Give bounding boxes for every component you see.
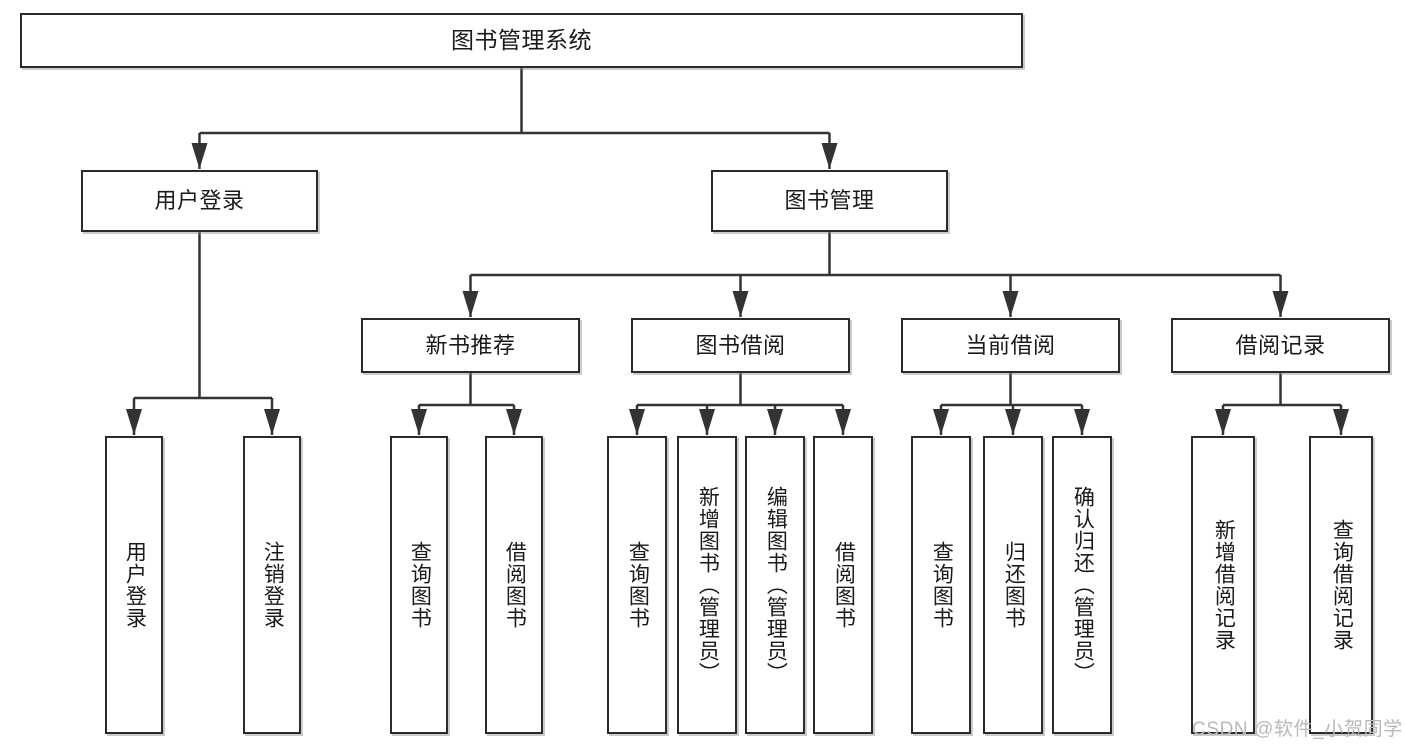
- node-label: 新增图书（管理员）: [696, 486, 720, 684]
- arrowhead-leaf-cur-3: [1074, 409, 1090, 435]
- arrowhead-login: [191, 143, 208, 169]
- node-label: 归还图书: [1002, 541, 1026, 629]
- node-records[interactable]: 借阅记录: [1171, 318, 1390, 373]
- node-label: 当前借阅: [965, 332, 1056, 358]
- arrowhead-leaf-borrow-2: [699, 409, 715, 435]
- arrowhead-leaf-login-2: [264, 409, 280, 435]
- arrowhead-bookmgmt: [821, 143, 838, 169]
- arrowhead-leaf-rec-1: [1215, 409, 1231, 435]
- node-label: 用户登录: [154, 188, 245, 214]
- node-leaf-rec-2[interactable]: 查询借阅记录: [1309, 436, 1373, 734]
- node-label: 图书管理: [784, 188, 875, 214]
- node-root[interactable]: 图书管理系统: [20, 13, 1023, 68]
- node-label: 图书借阅: [695, 332, 786, 358]
- node-leaf-cur-3[interactable]: 确认归还（管理员）: [1052, 436, 1112, 734]
- arrowhead-leaf-new-1: [411, 409, 427, 435]
- node-newbook[interactable]: 新书推荐: [361, 318, 580, 373]
- node-leaf-cur-1[interactable]: 查询图书: [911, 436, 971, 734]
- node-leaf-borrow-1[interactable]: 查询图书: [607, 436, 667, 734]
- node-label: 编辑图书（管理员）: [764, 486, 788, 684]
- node-label: 图书管理系统: [451, 26, 592, 53]
- arrowhead-records: [1272, 291, 1289, 317]
- node-login[interactable]: 用户登录: [81, 170, 318, 232]
- arrowhead-leaf-login-1: [126, 409, 142, 435]
- node-leaf-new-2[interactable]: 借阅图书: [485, 436, 543, 734]
- node-label: 新书推荐: [425, 332, 516, 358]
- node-bookmgmt[interactable]: 图书管理: [711, 170, 948, 232]
- arrowhead-leaf-new-2: [506, 409, 522, 435]
- node-label: 借阅图书: [503, 541, 527, 629]
- node-leaf-login-1[interactable]: 用户登录: [105, 436, 163, 734]
- arrowhead-leaf-cur-1: [933, 409, 949, 435]
- arrowhead-current: [1002, 291, 1019, 317]
- node-label: 借阅记录: [1235, 332, 1326, 358]
- node-borrow[interactable]: 图书借阅: [631, 318, 850, 373]
- arrowhead-leaf-borrow-1: [629, 409, 645, 435]
- node-leaf-borrow-4[interactable]: 借阅图书: [813, 436, 873, 734]
- arrowhead-leaf-borrow-4: [835, 409, 851, 435]
- node-label: 查询图书: [408, 541, 432, 629]
- arrowhead-leaf-rec-2: [1333, 409, 1349, 435]
- arrowhead-borrow: [732, 291, 749, 317]
- node-leaf-login-2[interactable]: 注销登录: [243, 436, 301, 734]
- arrowhead-leaf-borrow-3: [767, 409, 783, 435]
- node-label: 确认归还（管理员）: [1071, 486, 1095, 684]
- watermark: CSDN @软件_小贺同学: [1192, 719, 1403, 740]
- node-label: 借阅图书: [832, 541, 856, 629]
- node-label: 注销登录: [261, 541, 285, 629]
- arrowhead-newbook: [462, 291, 479, 317]
- node-label: 查询图书: [626, 541, 650, 629]
- arrowhead-leaf-cur-2: [1005, 409, 1021, 435]
- node-leaf-borrow-3[interactable]: 编辑图书（管理员）: [745, 436, 805, 734]
- node-label: 查询借阅记录: [1330, 519, 1354, 651]
- node-label: 查询图书: [930, 541, 954, 629]
- node-label: 新增借阅记录: [1212, 519, 1236, 651]
- node-label: 用户登录: [123, 541, 147, 629]
- node-leaf-rec-1[interactable]: 新增借阅记录: [1191, 436, 1255, 734]
- node-current[interactable]: 当前借阅: [901, 318, 1120, 373]
- node-leaf-new-1[interactable]: 查询图书: [390, 436, 448, 734]
- node-leaf-cur-2[interactable]: 归还图书: [983, 436, 1043, 734]
- node-leaf-borrow-2[interactable]: 新增图书（管理员）: [677, 436, 737, 734]
